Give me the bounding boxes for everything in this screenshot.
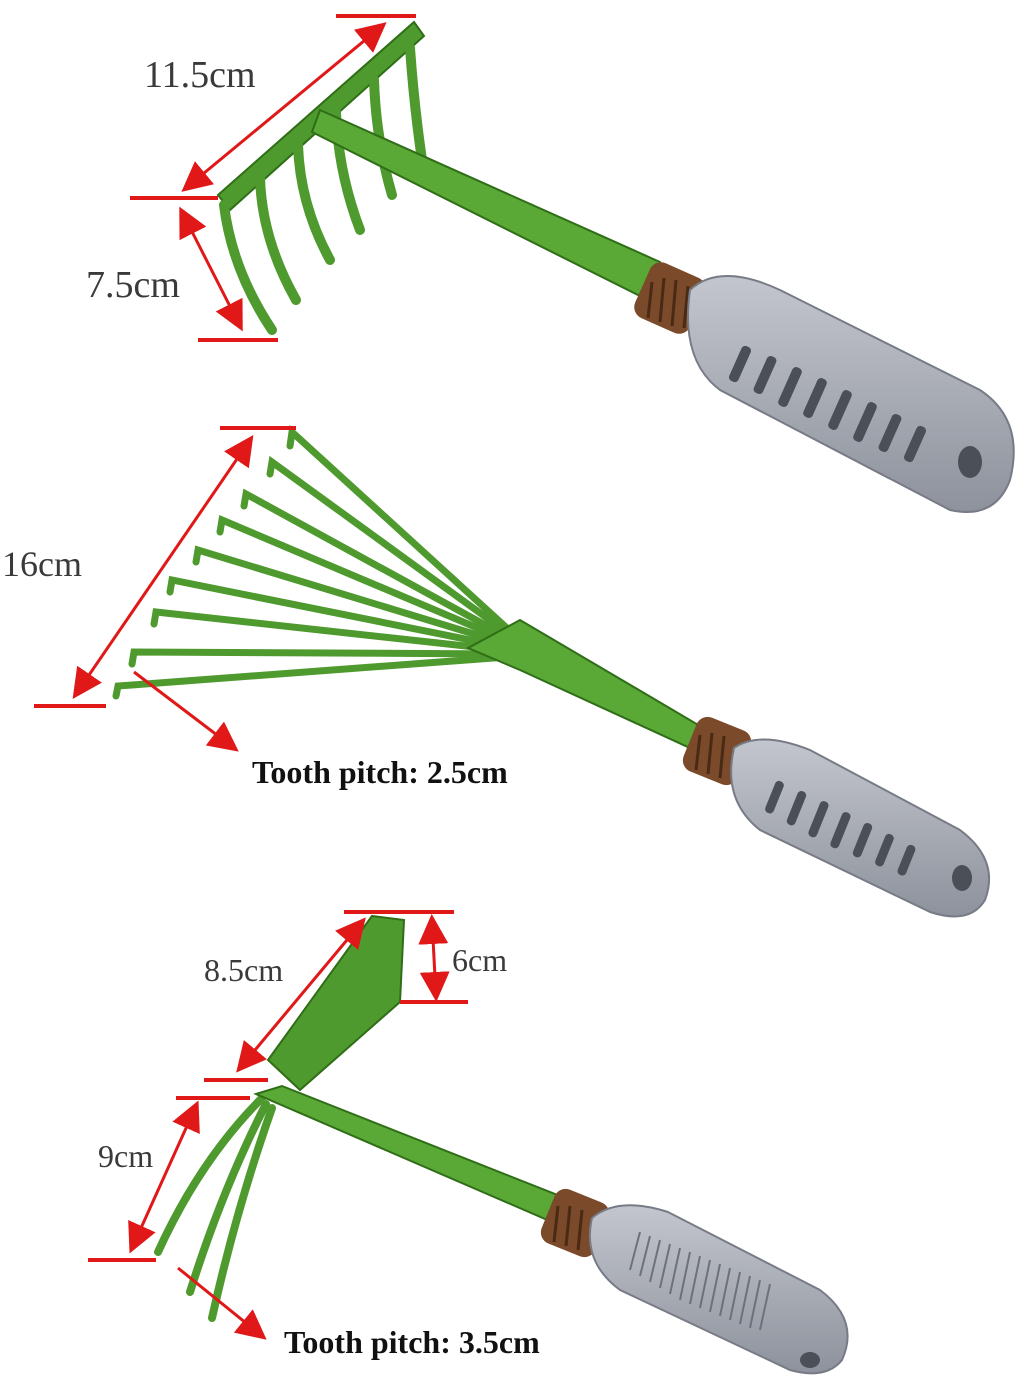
- rake-width-label: 11.5cm: [144, 54, 256, 96]
- hoe-shaft: [253, 1084, 562, 1224]
- fan-rake-handle: [730, 738, 991, 918]
- fan-rake-neck: [465, 618, 702, 750]
- fan-rake-tooth-pitch-label: Tooth pitch: 2.5cm: [252, 754, 508, 790]
- hoe-tooth-pitch-label: Tooth pitch: 3.5cm: [284, 1324, 540, 1360]
- hoe-blade-length-label: 8.5cm: [204, 952, 284, 988]
- rake-shaft: [310, 108, 662, 302]
- hoe-tine-length-label: 9cm: [98, 1138, 154, 1174]
- hoe-measurements: [88, 910, 468, 1340]
- rake-height-label: 7.5cm: [86, 264, 180, 306]
- rake-tool: [216, 20, 1015, 513]
- fan-rake-width-label: 16cm: [2, 544, 82, 584]
- rake-measurements: [130, 14, 416, 342]
- hang-hole: [958, 446, 982, 478]
- fan-rake-tool: [112, 424, 991, 918]
- hoe-tines: [154, 1094, 276, 1322]
- hang-hole: [952, 865, 972, 891]
- hoe-blade: [266, 914, 406, 1092]
- fan-rake-measurements: [34, 426, 296, 752]
- rake-handle: [687, 275, 1015, 513]
- fan-rake-tines: [112, 424, 524, 700]
- hang-hole: [800, 1352, 820, 1368]
- hoe-blade-height-label: 6cm: [452, 942, 508, 978]
- hoe-handle: [588, 1204, 849, 1375]
- hoe-tool: [154, 914, 849, 1375]
